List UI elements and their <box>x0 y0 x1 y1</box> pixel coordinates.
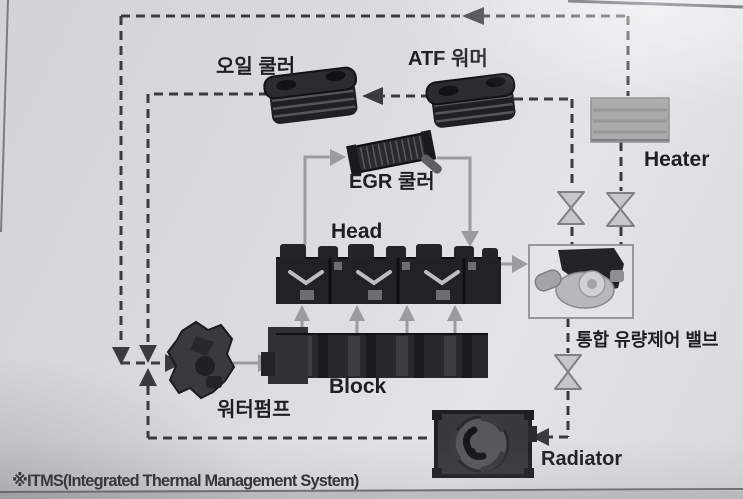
arrow-oil-down <box>139 345 157 363</box>
block-label: Block <box>329 375 387 398</box>
egr-cooler-icon <box>346 129 442 176</box>
flow-control-valve-icon <box>528 244 634 319</box>
arrow-egr-into-head <box>461 231 479 247</box>
arrow-block-head-2 <box>349 305 365 321</box>
valve-icon-radiator-branch <box>554 354 582 390</box>
water-pump-icon <box>166 320 236 400</box>
block-icon <box>261 327 488 384</box>
arrow-atf-to-oil <box>362 87 383 105</box>
heater-icon <box>590 97 670 143</box>
flow-control-valve-label: 통합 유량제어 밸브 <box>576 330 719 350</box>
egr-cooler-label: EGR 쿨러 <box>349 171 435 193</box>
arrow-top-left <box>462 7 484 25</box>
arrow-left-down <box>112 347 130 365</box>
oil-cooler-icon <box>263 66 358 124</box>
atf-warmer-label: ATF 워머 <box>408 48 488 70</box>
itms-footnote: ※ITMS(Integrated Thermal Management Syst… <box>12 471 359 490</box>
radiator-label: Radiator <box>541 448 623 470</box>
line-head-to-egr <box>303 155 330 245</box>
arrow-block-head-3 <box>399 305 415 321</box>
head-icon <box>276 244 501 304</box>
valve-symbols <box>554 191 635 390</box>
arrow-head-to-valvebox <box>512 255 528 273</box>
heater-label: Heater <box>644 148 710 171</box>
head-label: Head <box>331 220 383 243</box>
dashed-arrowheads <box>112 7 549 446</box>
valve-icon-heater-branch <box>606 192 635 227</box>
valve-icon-atf-branch <box>557 191 585 225</box>
line-egr-to-head <box>437 156 472 231</box>
arrow-bottom-up <box>139 368 157 386</box>
arrow-to-radiator <box>531 428 549 446</box>
radiator-icon <box>432 410 537 478</box>
solid-gray-lines <box>233 155 512 365</box>
arrow-block-head-1 <box>294 305 310 321</box>
water-pump-label: 워터펌프 <box>217 399 291 421</box>
coolant-dashed-lines <box>119 14 630 440</box>
atf-warmer-icon <box>425 72 516 128</box>
arrow-block-head-4 <box>447 305 463 321</box>
oil-cooler-label: 오일 쿨러 <box>216 56 296 78</box>
arrow-into-egr <box>330 149 346 166</box>
line-valve-to-radiator <box>549 318 570 439</box>
